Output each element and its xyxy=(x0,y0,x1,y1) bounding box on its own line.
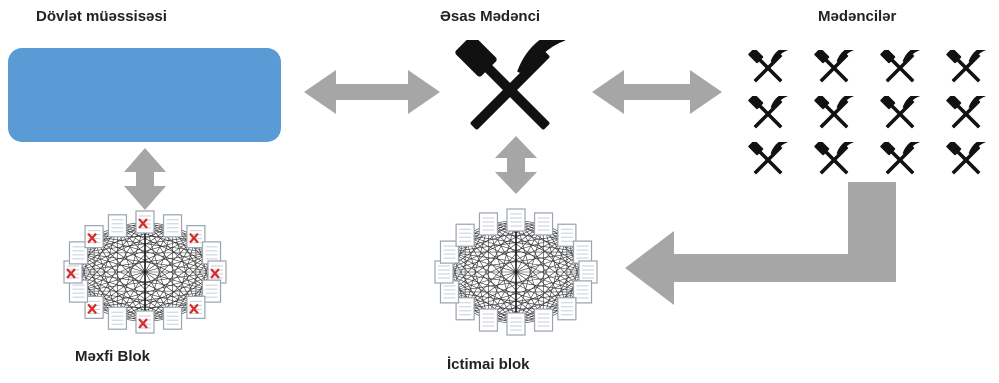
document-icon xyxy=(162,306,183,330)
double-arrow-state-private xyxy=(124,148,166,210)
state-institution-label: Dövlət müəssisəsi xyxy=(36,8,167,25)
document-icon xyxy=(439,240,460,264)
document-icon xyxy=(186,225,206,249)
miner-icon xyxy=(946,96,986,129)
document-icon xyxy=(478,308,499,332)
document-icon xyxy=(186,295,206,319)
state-institution-box xyxy=(8,48,281,142)
document-icon xyxy=(68,279,89,303)
document-icon xyxy=(455,223,475,247)
restricted-mark xyxy=(87,303,97,315)
miners-grid xyxy=(748,50,986,175)
miner-icon xyxy=(880,96,920,129)
document-icon xyxy=(557,223,577,247)
miner-icon xyxy=(880,50,920,83)
document-icon xyxy=(455,297,475,321)
document-icon xyxy=(557,297,577,321)
restricted-mark xyxy=(66,268,76,279)
restricted-mark xyxy=(138,218,148,229)
restricted-mark xyxy=(189,232,199,244)
document-icon xyxy=(506,208,526,232)
document-icon xyxy=(68,241,89,265)
private-block-network xyxy=(63,210,227,334)
miner-icon xyxy=(946,50,986,83)
document-icon xyxy=(135,210,155,234)
restricted-mark xyxy=(138,318,148,329)
miner-icon xyxy=(946,142,986,175)
document-icon xyxy=(578,260,598,284)
document-icon xyxy=(506,312,526,336)
double-arrow-state-main xyxy=(304,70,440,114)
miners-label: Mədəncilər xyxy=(818,8,897,25)
miner-icon xyxy=(748,96,788,129)
restricted-mark xyxy=(189,303,199,315)
restricted-mark xyxy=(210,268,220,279)
miner-icon xyxy=(814,142,854,175)
document-icon xyxy=(439,280,460,304)
document-icon xyxy=(434,260,454,284)
document-icon xyxy=(201,279,222,303)
public-block-label: İctimai blok xyxy=(447,356,530,373)
document-icon xyxy=(84,225,104,249)
private-block-label: Məxfi Blok xyxy=(75,348,151,365)
document-icon xyxy=(207,260,227,284)
arrow-miners-to-public xyxy=(625,182,896,305)
document-icon xyxy=(533,308,554,332)
miner-icon xyxy=(748,142,788,175)
miner-icon xyxy=(748,50,788,83)
public-block-network xyxy=(434,208,598,336)
miner-icon xyxy=(880,142,920,175)
document-icon xyxy=(478,212,499,236)
miner-icon xyxy=(814,50,854,83)
double-arrow-main-public xyxy=(495,136,537,194)
document-icon xyxy=(533,212,554,236)
miner-icon xyxy=(814,96,854,129)
double-arrow-main-miners xyxy=(592,70,722,114)
document-icon xyxy=(107,306,128,330)
document-icon xyxy=(63,260,83,284)
document-icon xyxy=(162,214,183,238)
main-miner-icon xyxy=(454,40,569,131)
document-icon xyxy=(84,295,104,319)
document-icon xyxy=(107,214,128,238)
document-icon xyxy=(135,310,155,334)
main-miner-label: Əsas Mədənci xyxy=(440,8,541,25)
document-icon xyxy=(572,280,593,304)
document-icon xyxy=(572,240,593,264)
restricted-mark xyxy=(87,232,97,244)
